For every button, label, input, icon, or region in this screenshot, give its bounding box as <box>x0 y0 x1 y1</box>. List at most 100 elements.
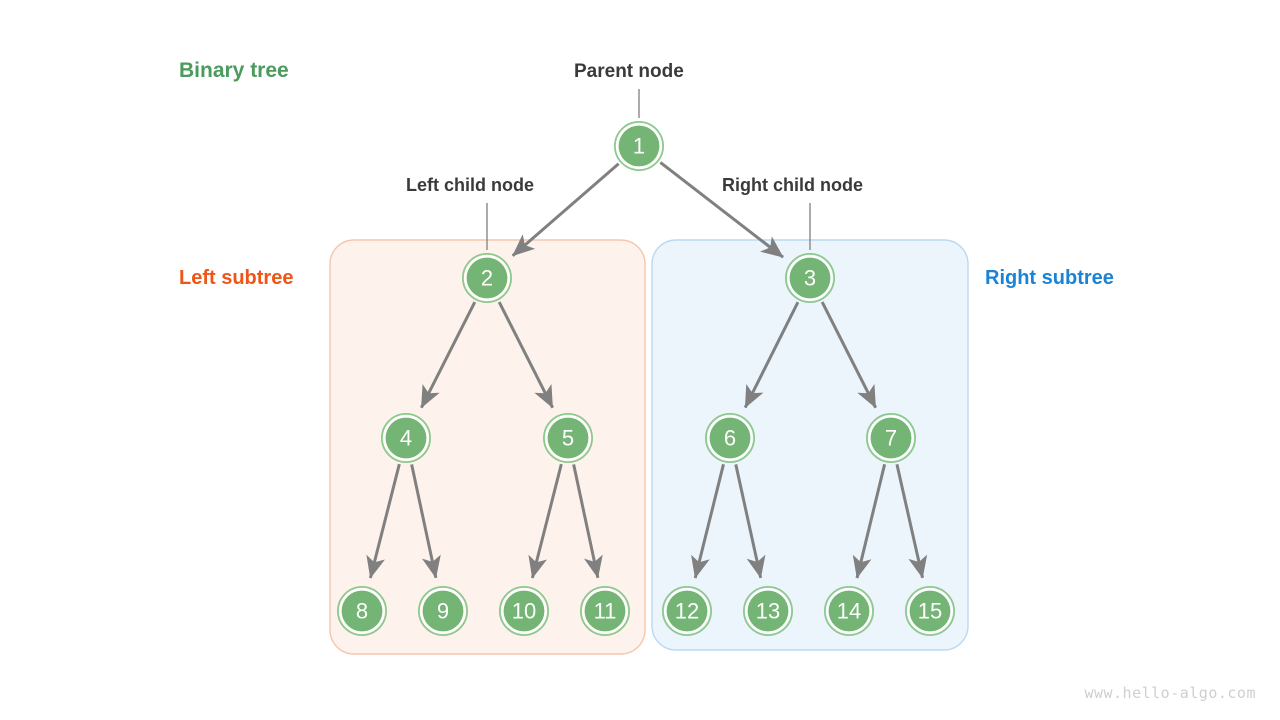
node-value-label: 11 <box>594 599 617 624</box>
tree-edge-n6-to-n12 <box>691 463 725 579</box>
label-left-child-node: Left child node <box>406 175 534 195</box>
tree-edge-n3-to-n6 <box>743 301 800 409</box>
tree-edge-n1-to-n3 <box>659 161 785 259</box>
tree-edge-n4-to-n8 <box>366 463 401 579</box>
tree-node-5[interactable]: 5 <box>543 412 594 463</box>
tree-node-11[interactable]: 11 <box>580 586 631 637</box>
annotation-leader-lines <box>486 89 811 250</box>
node-value-label: 10 <box>512 599 536 624</box>
diagram-title: Binary tree <box>179 59 289 82</box>
tree-edge-n7-to-n14 <box>852 463 887 579</box>
tree-edge-n5-to-n10 <box>528 463 563 579</box>
node-outer-ring <box>498 586 549 637</box>
node-ring-gap <box>707 415 753 461</box>
node-ring-gap <box>787 255 833 301</box>
tree-node-1[interactable]: 1 <box>614 121 665 172</box>
node-disc <box>909 590 951 632</box>
node-value-label: 13 <box>756 599 780 624</box>
node-outer-ring <box>543 412 594 463</box>
node-ring-gap <box>383 415 429 461</box>
tree-edge-n6-to-n13 <box>734 464 766 579</box>
node-outer-ring <box>866 412 917 463</box>
tree-node-2[interactable]: 2 <box>461 252 512 303</box>
node-ring-gap <box>420 588 466 634</box>
tree-node-8[interactable]: 8 <box>336 586 387 637</box>
tree-edge-n4-to-n9 <box>410 464 441 579</box>
node-value-label: 1 <box>633 134 645 159</box>
node-disc <box>618 125 660 167</box>
node-ring-gap <box>501 588 547 634</box>
node-outer-ring <box>336 586 387 637</box>
node-outer-ring <box>785 252 836 303</box>
subtree-panels <box>329 239 969 655</box>
node-disc <box>385 417 427 459</box>
node-value-label: 15 <box>918 599 942 624</box>
tree-edge-n2-to-n4 <box>420 301 477 409</box>
node-outer-ring <box>417 586 468 637</box>
node-value-label: 3 <box>804 266 816 291</box>
node-disc <box>422 590 464 632</box>
tree-node-12[interactable]: 12 <box>662 586 713 637</box>
node-outer-ring <box>580 586 631 637</box>
label-right-subtree: Right subtree <box>985 267 1114 289</box>
node-disc <box>666 590 708 632</box>
tree-edge-n2-to-n5 <box>497 301 554 409</box>
node-disc <box>466 257 508 299</box>
node-disc <box>828 590 870 632</box>
tree-edge-n1-to-n2 <box>511 162 620 257</box>
node-disc <box>503 590 545 632</box>
tree-node-9[interactable]: 9 <box>417 586 468 637</box>
node-ring-gap <box>616 123 662 169</box>
tree-node-6[interactable]: 6 <box>705 412 756 463</box>
node-value-label: 8 <box>356 599 368 624</box>
node-outer-ring <box>743 586 794 637</box>
node-ring-gap <box>545 415 591 461</box>
node-disc <box>584 590 626 632</box>
node-outer-ring <box>905 586 956 637</box>
tree-node-7[interactable]: 7 <box>866 412 917 463</box>
tree-edge-n7-to-n15 <box>895 464 928 579</box>
node-disc <box>747 590 789 632</box>
tree-edge-n3-to-n7 <box>820 301 877 409</box>
node-ring-gap <box>464 255 510 301</box>
node-value-label: 2 <box>481 266 493 291</box>
site-watermark: www.hello-algo.com <box>1084 684 1256 702</box>
node-ring-gap <box>826 588 872 634</box>
node-ring-gap <box>868 415 914 461</box>
node-value-label: 7 <box>885 426 897 451</box>
node-disc <box>709 417 751 459</box>
label-left-subtree: Left subtree <box>179 267 294 289</box>
node-outer-ring <box>662 586 713 637</box>
node-ring-gap <box>907 588 953 634</box>
tree-node-15[interactable]: 15 <box>905 586 956 637</box>
node-outer-ring <box>705 412 756 463</box>
tree-node-4[interactable]: 4 <box>380 412 431 463</box>
node-value-label: 4 <box>400 426 412 451</box>
node-ring-gap <box>339 588 385 634</box>
tree-node-14[interactable]: 14 <box>824 586 875 637</box>
node-value-label: 5 <box>562 426 574 451</box>
node-value-label: 12 <box>675 599 699 624</box>
node-ring-gap <box>582 588 628 634</box>
tree-node-13[interactable]: 13 <box>743 586 794 637</box>
tree-node-10[interactable]: 10 <box>498 586 549 637</box>
tree-edge-n5-to-n11 <box>572 464 603 579</box>
tree-edges <box>366 161 928 579</box>
node-disc <box>547 417 589 459</box>
node-disc <box>341 590 383 632</box>
label-right-child-node: Right child node <box>722 175 863 195</box>
node-disc <box>870 417 912 459</box>
node-outer-ring <box>380 412 431 463</box>
node-ring-gap <box>664 588 710 634</box>
node-outer-ring <box>614 121 665 172</box>
node-outer-ring <box>461 252 512 303</box>
label-parent-node: Parent node <box>574 61 684 82</box>
node-disc <box>789 257 831 299</box>
node-value-label: 14 <box>837 599 861 624</box>
tree-node-3[interactable]: 3 <box>785 252 836 303</box>
node-outer-ring <box>824 586 875 637</box>
node-ring-gap <box>745 588 791 634</box>
